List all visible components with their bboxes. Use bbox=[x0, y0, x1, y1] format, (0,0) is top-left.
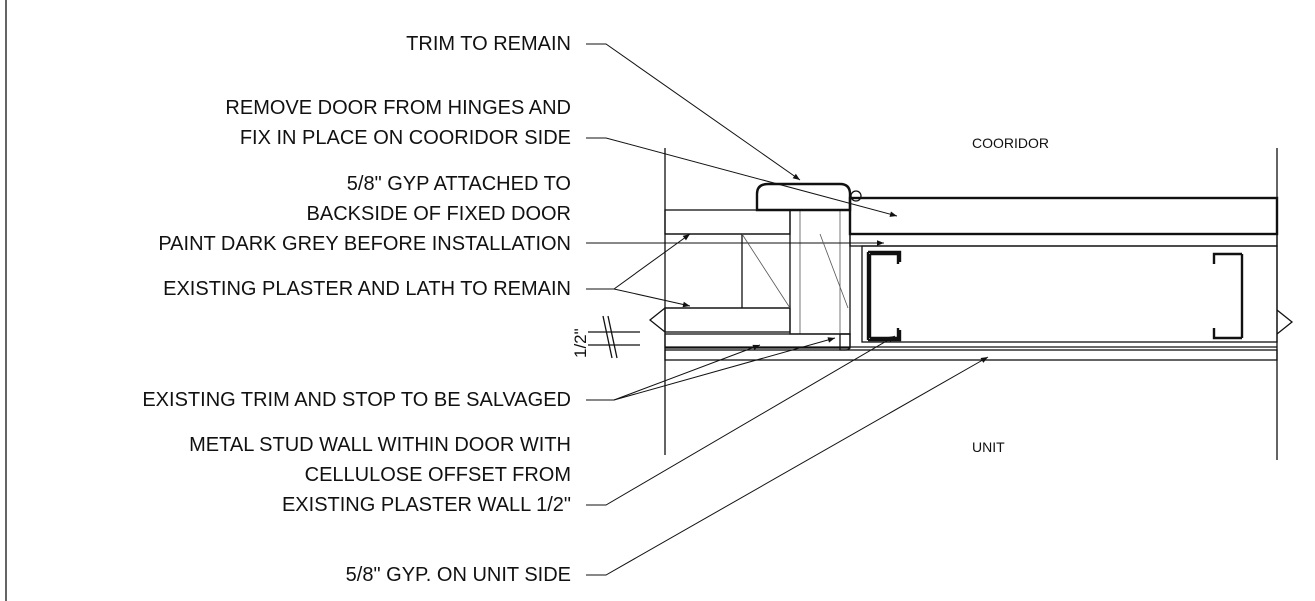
existing-plaster-bottom bbox=[664, 307, 791, 333]
leader-remove-door bbox=[586, 137, 898, 217]
note-metal-stud-line3: EXISTING PLASTER WALL 1/2" bbox=[282, 494, 571, 516]
trim-to-remain bbox=[755, 182, 852, 212]
note-existing-plaster: EXISTING PLASTER AND LATH TO REMAIN bbox=[163, 278, 571, 300]
break-line-left bbox=[648, 307, 666, 333]
leader-existing-plaster-top bbox=[586, 233, 691, 290]
gyp-unit-side bbox=[664, 349, 1278, 361]
leader-metal-stud bbox=[586, 335, 896, 506]
note-gyp-unit-side: 5/8" GYP. ON UNIT SIDE bbox=[346, 564, 571, 586]
note-metal-stud-line2: CELLULOSE OFFSET FROM bbox=[305, 464, 571, 486]
leader-trim-to-remain bbox=[586, 43, 801, 181]
leader-gyp-unit-side bbox=[586, 356, 989, 576]
leader-existing-plaster-bottom bbox=[613, 288, 691, 308]
note-existing-trim: EXISTING TRIM AND STOP TO BE SALVAGED bbox=[142, 389, 571, 411]
leader-lines bbox=[586, 43, 989, 576]
gyp-backside-door bbox=[849, 233, 1278, 247]
existing-plaster-top bbox=[664, 209, 791, 235]
fixed-door bbox=[848, 196, 1279, 236]
cellulose-insulation bbox=[861, 245, 1278, 343]
note-gyp-backside-line1: 5/8" GYP ATTACHED TO bbox=[347, 173, 571, 195]
note-trim-to-remain: TRIM TO REMAIN bbox=[406, 33, 571, 55]
note-metal-stud-line1: METAL STUD WALL WITHIN DOOR WITH bbox=[189, 434, 571, 456]
room-label-unit: UNIT bbox=[972, 439, 1005, 455]
wall-assembly bbox=[648, 148, 1294, 460]
annotation-notes: TRIM TO REMAIN REMOVE DOOR FROM HINGES A… bbox=[142, 33, 571, 586]
door-jamb bbox=[789, 209, 851, 335]
leader-existing-trim-1 bbox=[586, 344, 761, 401]
offset-dimension: 1/2" bbox=[571, 315, 640, 359]
note-gyp-backside-line3: PAINT DARK GREY BEFORE INSTALLATION bbox=[158, 233, 571, 255]
dimension-text: 1/2" bbox=[571, 328, 590, 358]
metal-stud-right bbox=[1212, 252, 1244, 340]
break-line-right bbox=[1276, 309, 1294, 335]
leader-existing-trim-2 bbox=[613, 337, 836, 401]
metal-stud-left bbox=[866, 250, 902, 342]
note-gyp-backside-line2: BACKSIDE OF FIXED DOOR bbox=[307, 203, 571, 225]
note-remove-door-line2: FIX IN PLACE ON COORIDOR SIDE bbox=[240, 127, 571, 149]
hinge-stop bbox=[850, 190, 862, 202]
room-label-corridor: COORIDOR bbox=[972, 135, 1049, 151]
note-remove-door-line1: REMOVE DOOR FROM HINGES AND bbox=[225, 97, 571, 119]
